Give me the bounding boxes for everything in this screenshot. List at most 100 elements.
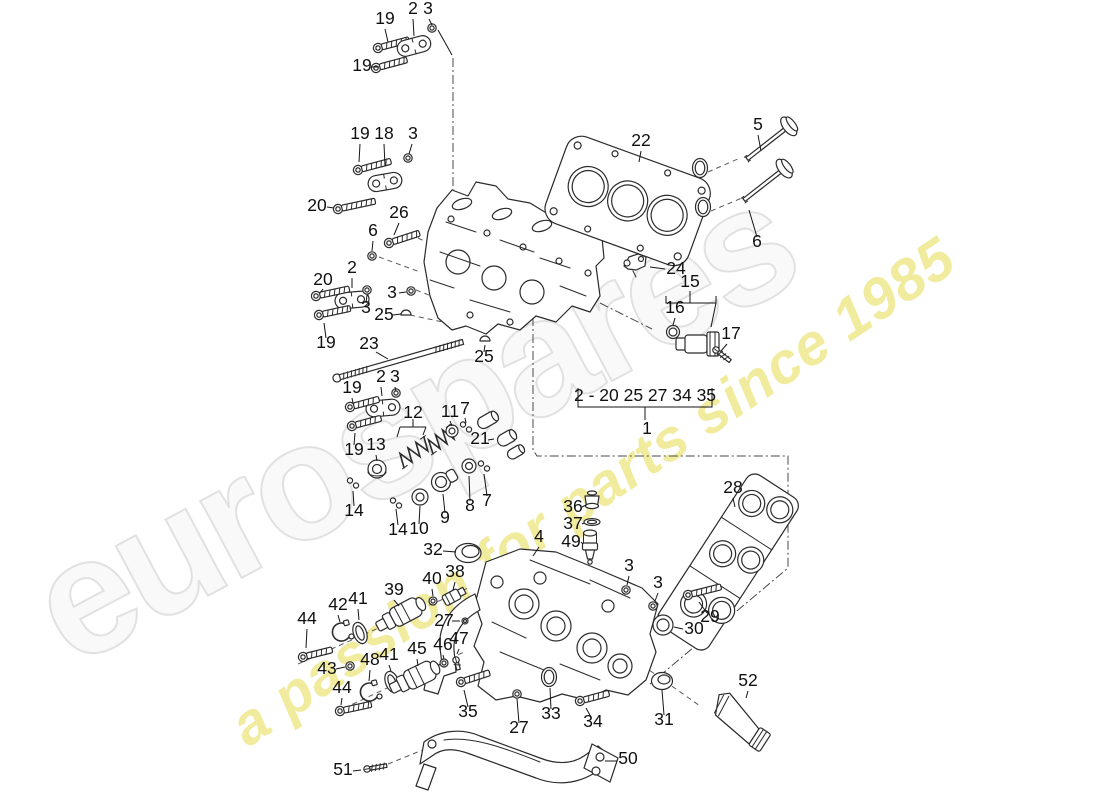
leader-line (335, 666, 346, 670)
part-label-3[interactable]: 3 (390, 366, 400, 386)
leader-line (365, 294, 368, 304)
leader-line (580, 541, 584, 545)
part-label-19[interactable]: 19 (342, 377, 361, 397)
part-label-44[interactable]: 44 (297, 608, 317, 628)
part-label-19[interactable]: 19 (352, 55, 371, 75)
part-label-23[interactable]: 23 (359, 333, 378, 353)
part-label-49[interactable]: 49 (561, 531, 580, 551)
part-label-51[interactable]: 51 (333, 759, 352, 779)
part-label-35[interactable]: 35 (458, 701, 477, 721)
part-label-18[interactable]: 18 (374, 123, 393, 143)
part-label-24[interactable]: 24 (666, 258, 686, 278)
plug38-part (441, 586, 467, 606)
part-label-25[interactable]: 25 (374, 304, 393, 324)
ring-part (439, 658, 449, 668)
leader-line (463, 689, 469, 708)
part-label-19[interactable]: 19 (316, 332, 335, 352)
group-note-text[interactable]: 2 - 20 25 27 34 35 (574, 385, 716, 405)
leader-line (394, 386, 397, 392)
part-label-5[interactable]: 5 (753, 114, 763, 134)
part-label-13[interactable]: 13 (366, 434, 385, 454)
part-label-19[interactable]: 19 (344, 439, 363, 459)
part-label-4[interactable]: 4 (534, 526, 544, 546)
spring-part (398, 435, 430, 470)
bolt-part (313, 305, 352, 321)
leader-line (388, 664, 392, 672)
leader-line (449, 420, 453, 427)
part-label-2[interactable]: 2 (408, 0, 418, 18)
part-label-21[interactable]: 21 (470, 428, 489, 448)
part-label-33[interactable]: 33 (541, 703, 560, 723)
part-label-38[interactable]: 38 (445, 561, 464, 581)
part-label-45[interactable]: 45 (407, 638, 426, 658)
part-label-9[interactable]: 9 (440, 507, 450, 527)
part-label-22[interactable]: 22 (631, 130, 650, 150)
leader-line (340, 697, 343, 706)
part-label-34[interactable]: 34 (583, 711, 603, 731)
part-label-19[interactable]: 19 (350, 123, 369, 143)
part-label-41[interactable]: 41 (348, 588, 367, 608)
part-label-3[interactable]: 3 (408, 123, 418, 143)
cap36-part (584, 490, 600, 510)
screw-part (712, 346, 732, 364)
part-label-3[interactable]: 3 (653, 572, 663, 592)
nut-part (427, 23, 437, 33)
leader-line (698, 601, 708, 614)
part-label-3[interactable]: 3 (361, 297, 371, 317)
part-label-43[interactable]: 43 (317, 658, 336, 678)
leader-line (305, 628, 308, 649)
part-label-8[interactable]: 8 (465, 495, 475, 515)
part-label-44[interactable]: 44 (332, 677, 352, 697)
part-label-50[interactable]: 50 (618, 748, 638, 768)
part-label-36[interactable]: 36 (563, 496, 582, 516)
part-label-20[interactable]: 20 (313, 269, 333, 289)
part-label-41[interactable]: 41 (379, 644, 398, 664)
leader-line (748, 209, 758, 238)
part-label-32[interactable]: 32 (423, 539, 442, 559)
group-callout-1[interactable]: 1 (642, 418, 652, 438)
part-label-7[interactable]: 7 (460, 398, 470, 418)
ring-part (652, 614, 674, 636)
part-label-48[interactable]: 48 (360, 649, 379, 669)
part-label-6[interactable]: 6 (368, 220, 378, 240)
part-label-30[interactable]: 30 (684, 618, 704, 638)
part-label-37[interactable]: 37 (563, 513, 582, 533)
leader-line (395, 508, 399, 526)
part-label-29[interactable]: 29 (700, 606, 719, 626)
part-label-15[interactable]: 15 (680, 271, 699, 291)
part-label-31[interactable]: 31 (654, 709, 673, 729)
sensor24-part (623, 253, 647, 278)
part-label-10[interactable]: 10 (409, 518, 429, 538)
part-label-12[interactable]: 12 (403, 402, 422, 422)
guide-part (367, 459, 387, 479)
part-label-11[interactable]: 11 (441, 401, 459, 421)
part-label-19[interactable]: 19 (375, 8, 394, 28)
part-label-3[interactable]: 3 (624, 555, 634, 575)
part-label-17[interactable]: 17 (721, 323, 740, 343)
part-label-7[interactable]: 7 (482, 490, 492, 510)
part-label-27[interactable]: 27 (434, 610, 453, 630)
part-label-40[interactable]: 40 (422, 568, 442, 588)
part-label-14[interactable]: 14 (344, 500, 364, 520)
part-label-39[interactable]: 39 (384, 579, 403, 599)
part-label-46[interactable]: 46 (433, 634, 452, 654)
part-label-2[interactable]: 2 (376, 366, 386, 386)
part-label-2[interactable]: 2 (347, 257, 357, 277)
leader-line (428, 18, 433, 26)
leader-line (418, 505, 421, 525)
part-label-3[interactable]: 3 (387, 282, 397, 302)
part-label-52[interactable]: 52 (738, 670, 757, 690)
part-label-14[interactable]: 14 (388, 519, 408, 539)
part-label-3[interactable]: 3 (423, 0, 433, 18)
part-label-16[interactable]: 16 (665, 297, 684, 317)
part-label-20[interactable]: 20 (307, 195, 327, 215)
leader-line (323, 322, 327, 339)
part-label-26[interactable]: 26 (389, 202, 408, 222)
part-label-42[interactable]: 42 (328, 594, 347, 614)
sensor49-part (581, 529, 599, 565)
part-label-27[interactable]: 27 (509, 717, 528, 737)
part-label-28[interactable]: 28 (723, 477, 742, 497)
part-label-25[interactable]: 25 (474, 346, 493, 366)
part-label-6[interactable]: 6 (752, 231, 762, 251)
part-label-47[interactable]: 47 (449, 628, 468, 648)
